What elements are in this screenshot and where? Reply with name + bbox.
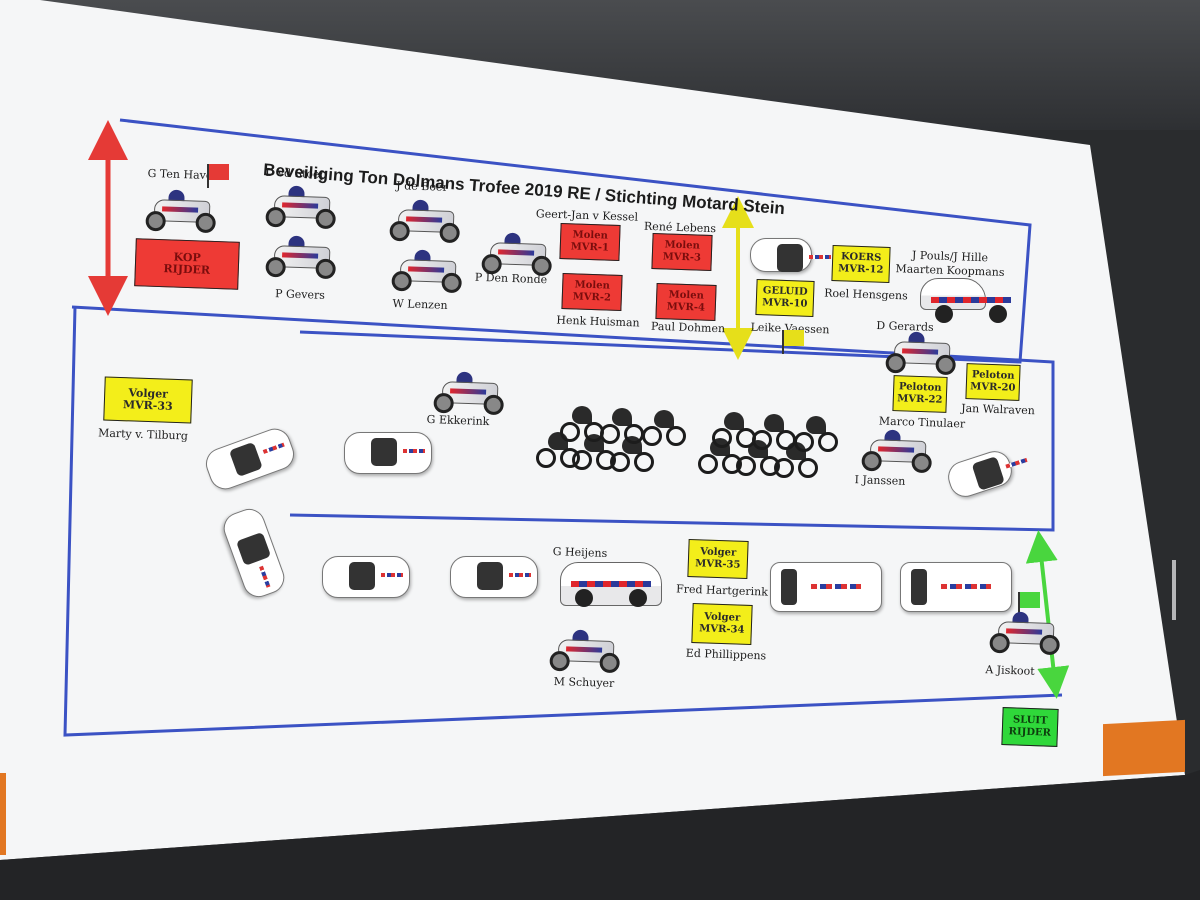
label-p-gevers: P Gevers <box>274 287 326 302</box>
label-a-jiskoot: A Jiskoot <box>985 663 1035 678</box>
cyclist-icon <box>712 410 756 452</box>
green-flag-icon <box>1018 592 1040 616</box>
red-flag-icon <box>207 164 229 188</box>
label-d-vd-stoep: D vd Stoep <box>265 165 327 182</box>
motorcycle-icon <box>259 235 341 283</box>
cyclist-icon <box>600 406 644 448</box>
motorcycle-icon <box>879 331 961 379</box>
label-w-lenzen: W Lenzen <box>392 297 448 312</box>
label-g-ten-have: G Ten Have <box>147 166 213 183</box>
label-jan-walraven: Jan Walraven <box>960 401 1036 418</box>
motorcycle-icon <box>543 629 625 677</box>
bottom-lane-frame <box>63 306 1063 737</box>
label-m-schuyer: M Schuyer <box>553 674 615 691</box>
yellow-flag-icon <box>782 330 804 354</box>
police-car-icon <box>920 278 1011 323</box>
motorcycle-icon <box>383 199 465 247</box>
label-j-de-boer: J de Boer <box>396 179 448 194</box>
label-j-pouls-j-hille: J Pouls/J Hille <box>911 248 989 265</box>
car-icon <box>344 432 432 474</box>
lane-lines <box>63 118 1063 737</box>
middle-lane-frame <box>71 305 1055 532</box>
green-arrow <box>1025 530 1070 699</box>
label-paul-dohmen: Paul Dohmen <box>650 319 726 336</box>
motorcycle-icon <box>983 611 1065 659</box>
motorcycle-icon <box>427 371 509 419</box>
cyclist-icon <box>794 414 838 456</box>
motorcycle-icon <box>385 249 467 297</box>
top-lane-line <box>119 118 1032 364</box>
label-p-den-ronde: P Den Ronde <box>474 270 548 287</box>
motorcycle-icon <box>855 429 937 477</box>
label-ed-phillippens: Ed Phillippens <box>685 646 767 663</box>
label-g-ekkerink: G Ekkerink <box>426 412 490 429</box>
cyclist-icon <box>560 404 604 446</box>
label-i-janssen: I Janssen <box>854 473 906 488</box>
car-icon <box>750 238 831 272</box>
car-icon <box>322 556 410 598</box>
screen-bracket <box>1172 560 1176 620</box>
cyclist-icon <box>752 412 796 454</box>
police-car-icon <box>560 562 662 607</box>
ambulance-icon <box>770 562 882 612</box>
motorcycle-icon <box>139 189 221 237</box>
van-icon <box>900 562 1012 612</box>
label-g-heijens: G Heijens <box>552 545 608 560</box>
cyclist-icon <box>642 408 686 450</box>
motorcycle-icon <box>259 185 341 233</box>
slide-left-accent <box>0 773 6 855</box>
car-icon <box>450 556 538 598</box>
